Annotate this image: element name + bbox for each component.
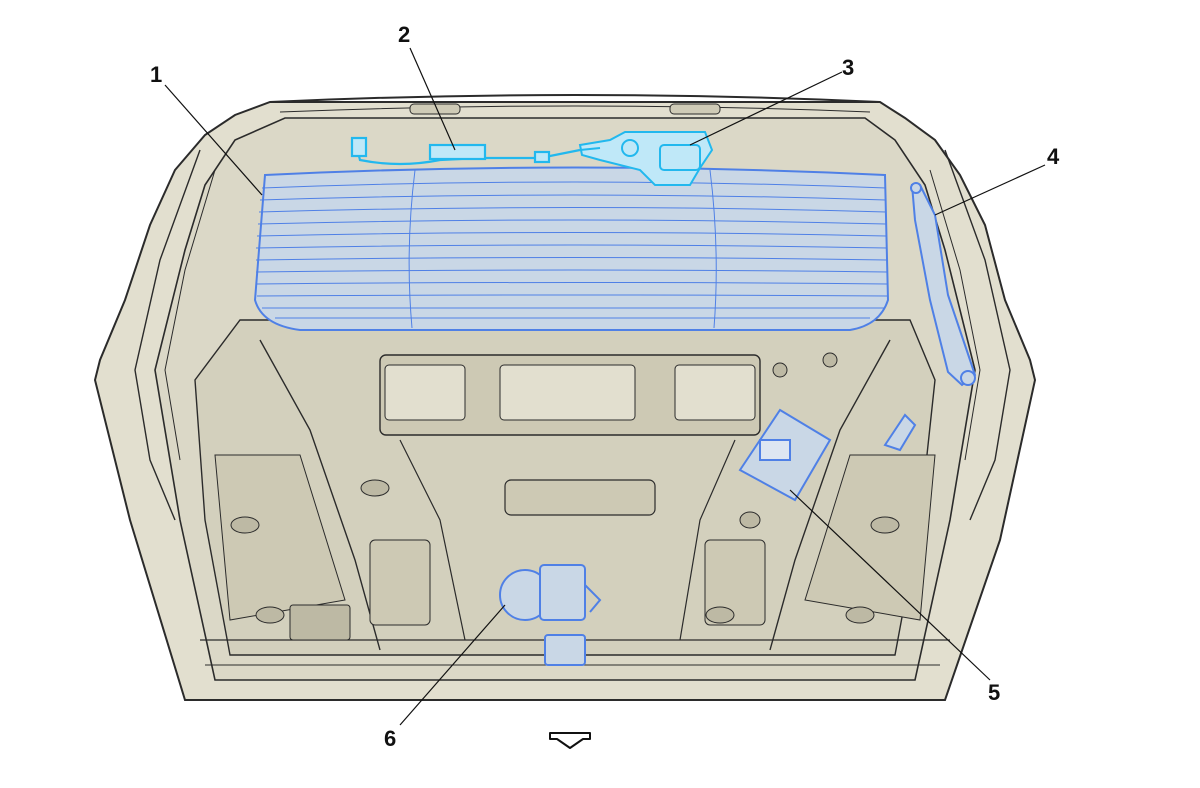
- lower-left-cavity: [369, 539, 431, 626]
- right-pillar-inner: [929, 169, 981, 461]
- right-side-cavity: [804, 454, 936, 621]
- leader-1: [164, 84, 263, 196]
- grommet-left-2: [360, 479, 390, 497]
- component-4-gas-strut: [910, 182, 977, 387]
- callout-3: 3: [842, 55, 854, 80]
- grommet-right-1: [870, 516, 900, 534]
- defroster-lines: [255, 169, 888, 329]
- callout-5: 5: [988, 680, 1000, 705]
- center-rib-right: [679, 439, 736, 641]
- component-2-wiring-harness: [350, 136, 581, 166]
- license-plate-recess: [504, 479, 656, 516]
- left-pillar-inner: [164, 169, 216, 461]
- leader-4: [934, 164, 1046, 216]
- center-rib-left: [399, 439, 466, 641]
- leader-6: [399, 604, 506, 726]
- roof-slot-right: [669, 103, 721, 115]
- callout-6: 6: [384, 726, 396, 751]
- grommet-mid-left: [705, 606, 735, 624]
- glass-pane: [253, 166, 890, 331]
- left-pillar: [134, 149, 201, 521]
- right-pillar: [944, 149, 1011, 521]
- leader-lines: [164, 47, 1046, 726]
- rear-window-glass: [253, 166, 890, 331]
- grommet-left-1: [230, 516, 260, 534]
- callouts: 1 2 3 4 5 6: [150, 22, 1060, 751]
- callout-4: 4: [1047, 144, 1060, 169]
- roof-edge: [269, 94, 881, 103]
- leader-2: [409, 47, 456, 151]
- down-arrow-icon: [549, 732, 591, 749]
- callout-2: 2: [398, 22, 410, 47]
- left-hinge-bracket: [289, 604, 351, 641]
- component-5-control-module: [738, 408, 917, 502]
- cavity-window-2: [499, 364, 636, 421]
- left-side-cavity: [214, 454, 346, 621]
- bolt-right: [822, 352, 838, 368]
- grommet-lower-right: [845, 606, 875, 624]
- cavity-window-1: [384, 364, 466, 421]
- grommet-lower-left: [255, 606, 285, 624]
- component-3-wiper-motor: [578, 131, 714, 186]
- component-6-lock-actuator: [499, 564, 602, 666]
- grommet-right-2: [739, 511, 761, 529]
- bolt-left: [772, 362, 788, 378]
- right-diagonal-rib: [769, 339, 891, 651]
- roof-edge-inner: [279, 105, 871, 113]
- left-diagonal-rib: [259, 339, 381, 651]
- inner-structure: [200, 339, 950, 666]
- cavity-window-3: [674, 364, 756, 421]
- lower-right-cavity: [704, 539, 766, 626]
- leader-3: [689, 71, 843, 146]
- callout-1: 1: [150, 62, 162, 87]
- leader-5: [789, 489, 991, 681]
